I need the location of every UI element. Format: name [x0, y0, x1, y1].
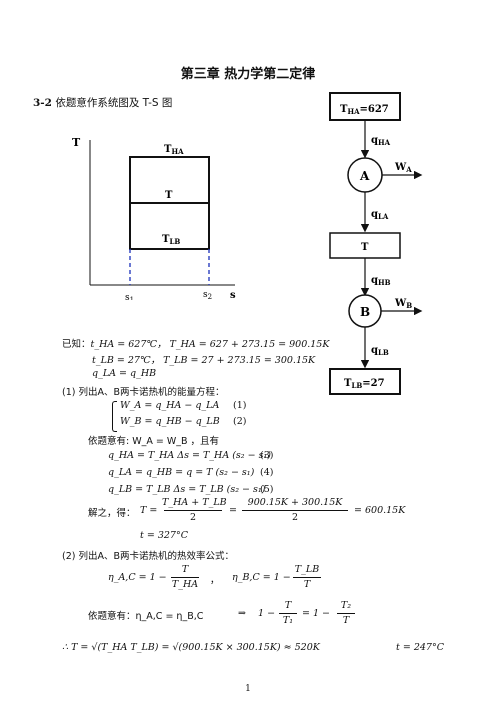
eta-b-bar [293, 577, 321, 578]
implies-arrow: ⇒ [238, 608, 246, 619]
eta-a-den: T_HA [171, 579, 199, 590]
known-line-1: 已知：t_HA = 627℃， T_HA = 627 + 273.15 = 90… [62, 339, 330, 350]
eff-frac1-num: T [284, 600, 292, 611]
wb-label: WB [394, 298, 412, 310]
solution-eq: = [229, 505, 237, 516]
eff-frac2-num: T₂ [340, 600, 352, 611]
engine-a-label: A [359, 169, 370, 183]
ts-diagram: T s THA T TLB s1 s2 [72, 136, 236, 300]
equation-4-number: (4) [260, 467, 274, 478]
s2-label: s2 [203, 290, 212, 300]
equation-2-number: (2) [233, 416, 247, 427]
solution-frac2-bar [242, 510, 348, 511]
solution-frac1-bar [164, 510, 222, 511]
equation-5: q_LB = T_LB Δs = T_LB (s₂ − s₁) [108, 484, 266, 495]
eta-separator: ， [210, 575, 220, 586]
engine-b-label: B [360, 305, 370, 319]
eta-a-num: T [181, 564, 189, 575]
cold-reservoir-box [329, 368, 401, 395]
equation-brace [112, 401, 117, 432]
eta-a: η_A,C = 1 − [108, 572, 167, 583]
qha-label: qHA [371, 135, 391, 147]
qlb-label: qLB [371, 345, 389, 357]
efficiency-lhs: 1 − [258, 608, 276, 619]
t-axis-label: T [72, 136, 81, 149]
eff-frac2-den: T [342, 615, 350, 626]
wa-label: WA [394, 162, 412, 174]
eta-b-num: T_LB [294, 564, 320, 575]
eff-frac1-bar [279, 613, 297, 614]
equation-1: W_A = q_HA − q_LA [120, 400, 220, 411]
equation-5-number: (5) [260, 484, 274, 495]
temperature-result-1: t = 327°C [140, 530, 188, 541]
known-line-2: t_LB = 27℃， T_LB = 27 + 273.15 = 300.15K [92, 355, 316, 366]
section-number: 3-2 [33, 97, 52, 109]
hot-reservoir-label: THA=627 [340, 104, 389, 116]
solution-frac2-num: 900.15K + 300.15K [247, 497, 343, 508]
equation-1-number: (1) [233, 400, 247, 411]
part1-heading: (1) 列出A、B两卡诺热机的能量方程： [62, 387, 225, 398]
chapter-title: 第三章 热力学第二定律 [180, 67, 316, 82]
qhb-label: qHB [371, 275, 391, 287]
solution-result: = 600.15K [354, 505, 406, 516]
equation-4: q_LA = q_HB = q = T (s₂ − s₁) [108, 467, 255, 478]
s1-label: s1 [125, 293, 134, 300]
equation-3: q_HA = T_HA Δs = T_HA (s₂ − s₁) [108, 450, 271, 461]
part2-heading: (2) 列出A、B两卡诺热机的热效率公式： [62, 551, 234, 562]
eff-frac1-den: T₁ [282, 615, 294, 626]
solution-frac1-num: T_HA + T_LB [162, 497, 227, 508]
page-number: 1 [245, 684, 251, 694]
s-axis-label: s [230, 290, 236, 300]
equation-2: W_B = q_HB − q_LB [120, 416, 220, 427]
known-line-3: q_LA = q_HB [92, 368, 157, 379]
cold-reservoir-label: TLB=27 [344, 378, 385, 390]
tlb-label: TLB [162, 234, 180, 246]
system-flow-diagram: THA=627 qHA A WA qLA T qHB B WB qLB TLB=… [329, 92, 423, 395]
qla-label: qLA [371, 209, 389, 221]
solution-label: 解之，得： [88, 508, 136, 519]
solution-frac2-den: 2 [291, 512, 299, 523]
condition-line: 依题意有: W_A = W_B ，且有 [88, 436, 220, 447]
t-mid-label: T [165, 190, 173, 201]
eta-a-bar [171, 577, 199, 578]
solution-t: T = [140, 505, 158, 516]
eta-b: η_B,C = 1 − [232, 572, 291, 583]
tha-label: THA [164, 144, 184, 156]
mid-reservoir-label: T [361, 242, 369, 253]
eff-frac2-bar [337, 613, 355, 614]
efficiency-equal: 依题意有：η_A,C = η_B,C [88, 611, 204, 622]
final-result: ∴ T = √(T_HA T_LB) = √(900.15K × 300.15K… [62, 642, 320, 653]
final-temperature: t = 247°C [396, 642, 444, 653]
section-text: 依题意作系统图及 T-S 图 [55, 97, 173, 109]
equation-3-number: (3) [260, 450, 274, 461]
solution-frac1-den: 2 [189, 512, 197, 523]
section-heading: 3-2 依题意作系统图及 T-S 图 [33, 95, 172, 110]
eta-b-den: T [303, 579, 311, 590]
eff-eq: = 1 − [302, 608, 331, 619]
